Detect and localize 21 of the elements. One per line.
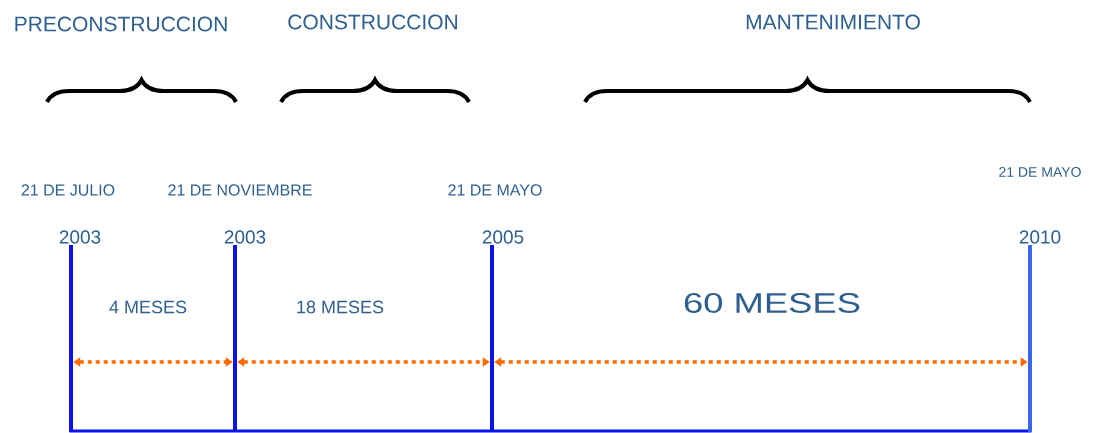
timeline-bar [490, 245, 494, 432]
phase-title: CONSTRUCCION [288, 14, 458, 30]
year-label: 2003 [224, 230, 266, 244]
duration-label: 4 MESES [109, 300, 187, 314]
year-label: 2005 [482, 230, 524, 244]
date-label: 21 DE MAYO [999, 167, 1081, 177]
phase-title: MANTENIMIENTO [746, 14, 920, 30]
double-arrow [237, 357, 490, 367]
timeline-bar [233, 245, 237, 432]
date-label: 21 DE NOVIEMBRE [168, 184, 312, 196]
timeline-bar [1028, 245, 1032, 432]
duration-label: 60 MESES [684, 293, 860, 313]
year-label: 2003 [59, 230, 101, 244]
timeline-bar [69, 245, 73, 432]
phase-title: PRECONSTRUCCION [15, 16, 227, 32]
year-label: 2010 [1019, 230, 1061, 244]
date-label: 21 DE JULIO [21, 184, 115, 196]
double-arrow [494, 357, 1028, 367]
date-label: 21 DE MAYO [448, 184, 542, 196]
duration-label: 18 MESES [297, 300, 384, 314]
double-arrow [73, 357, 233, 367]
